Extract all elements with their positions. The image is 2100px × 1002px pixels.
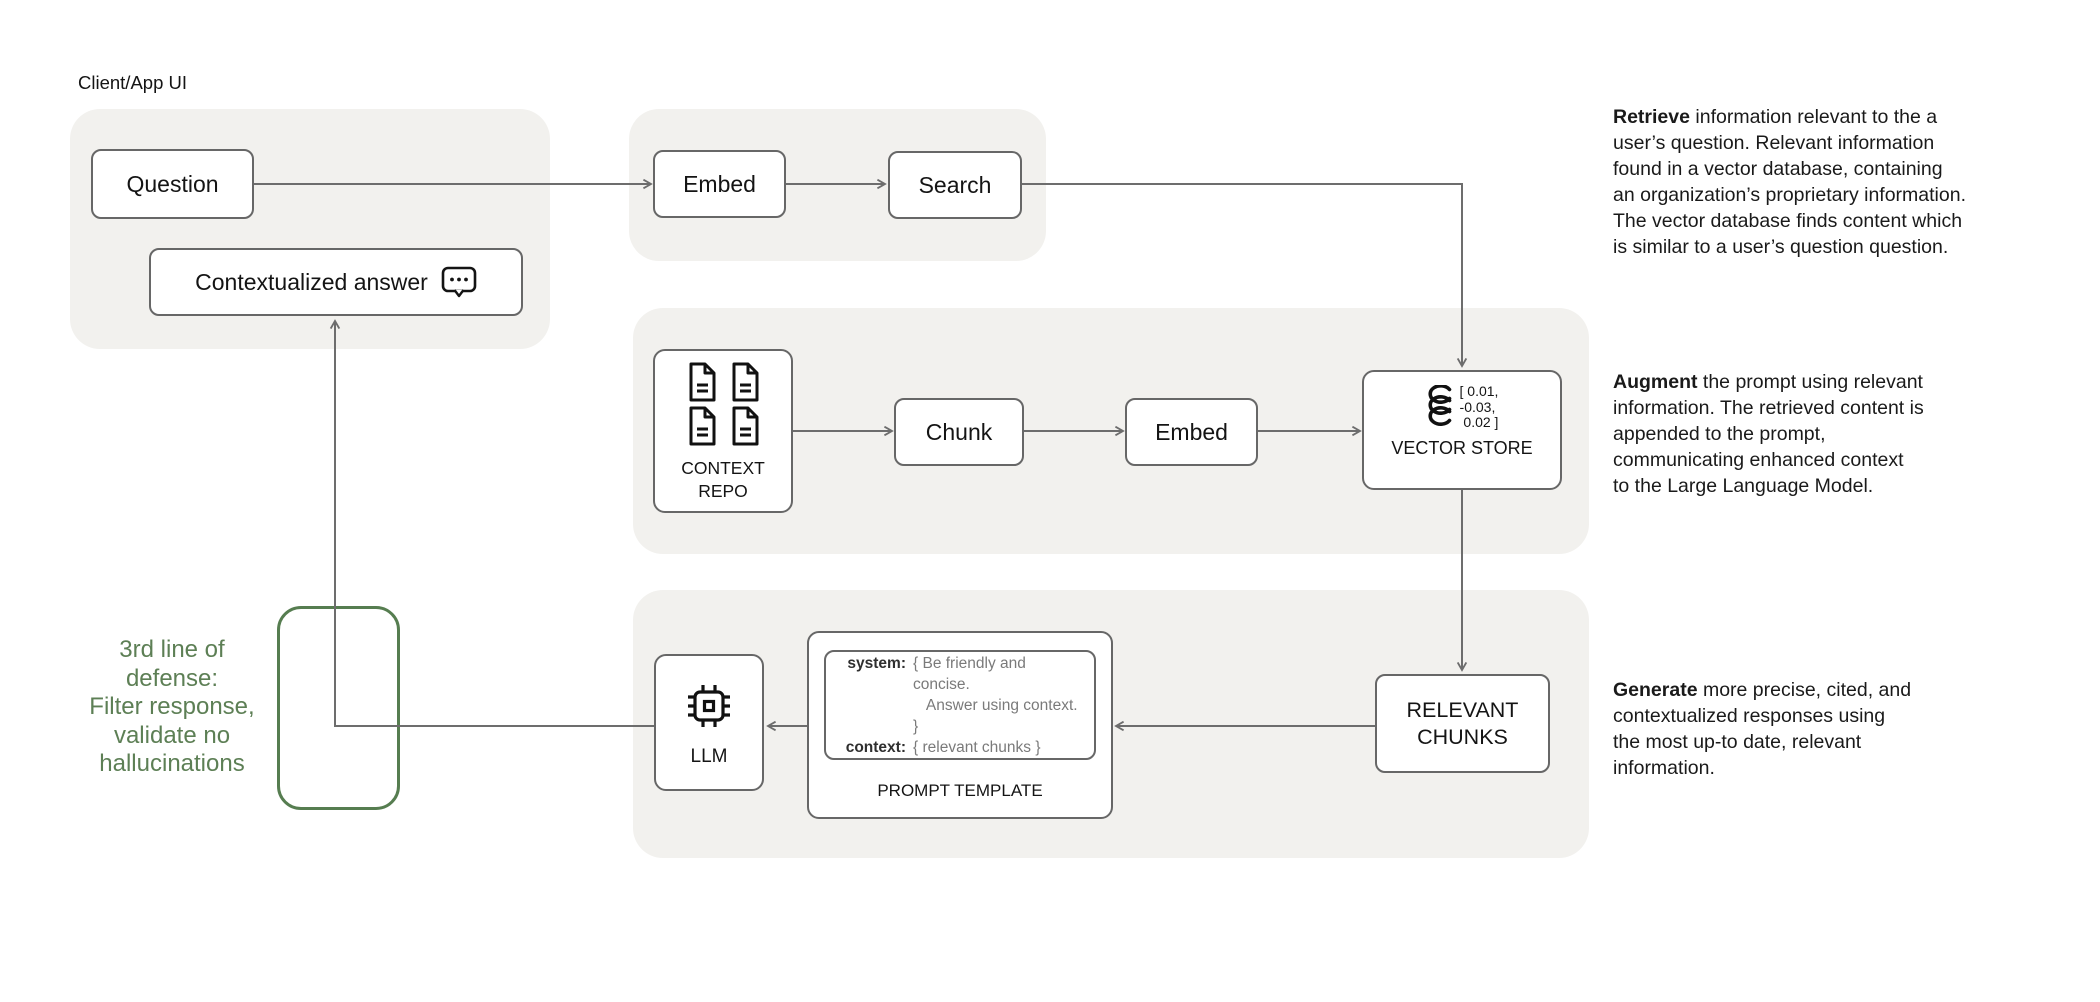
embed-top-node: Embed — [653, 150, 786, 218]
prompt-system-label: system: — [847, 654, 906, 672]
prompt-inner-box: system: { Be friendly and concise. Answe… — [824, 650, 1096, 760]
chunk-node: Chunk — [894, 398, 1024, 466]
embed-mid-label: Embed — [1155, 418, 1228, 445]
search-node: Search — [888, 151, 1022, 219]
prompt-context-value: { relevant chunks } — [913, 738, 1041, 756]
llm-node: LLM — [654, 654, 764, 791]
document-icons — [684, 361, 763, 447]
connector-llm-to-answer — [329, 319, 654, 727]
chunk-label: Chunk — [925, 418, 993, 445]
context-repo-node: CONTEXT REPO — [653, 349, 793, 513]
context-repo-label: CONTEXT REPO — [681, 458, 765, 501]
search-label: Search — [918, 171, 992, 198]
guardrail-box — [277, 606, 400, 810]
vector-store-node: [ 0.01, -0.03, 0.02 ] VECTOR STORE — [1362, 370, 1562, 490]
vector-values: [ 0.01, -0.03, 0.02 ] — [1459, 383, 1499, 430]
document-icon — [689, 406, 715, 446]
annotation-generate: Generate more precise, cited, and contex… — [1613, 677, 2100, 781]
annotation-retrieve: Retrieve information relevant to the a u… — [1613, 104, 2100, 260]
database-icon — [1427, 385, 1451, 427]
annotation-retrieve-body: information relevant to the a user’s que… — [1613, 106, 1966, 258]
annotation-augment-lead: Augment — [1613, 371, 1698, 393]
annotation-augment: Augment the prompt using relevant inform… — [1613, 369, 2100, 499]
annotation-augment-body: the prompt using relevant information. T… — [1613, 371, 1924, 497]
contextualized-answer-label: Contextualized answer — [195, 268, 428, 295]
connector-search-to-vectorstore — [1022, 183, 1468, 368]
prompt-context-label: context: — [845, 738, 906, 756]
vector-store-label: VECTOR STORE — [1391, 437, 1533, 458]
prompt-system-value: { Be friendly and concise. Answer using … — [913, 654, 1078, 735]
prompt-template-node: system: { Be friendly and concise. Answe… — [807, 631, 1113, 819]
llm-label: LLM — [690, 746, 728, 767]
guardrail-note: 3rd line of defense: Filter response, va… — [89, 636, 255, 777]
document-icon — [732, 362, 758, 402]
annotation-retrieve-lead: Retrieve — [1613, 106, 1690, 128]
question-label: Question — [126, 170, 219, 197]
embed-top-label: Embed — [683, 170, 756, 197]
chat-bubble-icon — [441, 266, 477, 298]
contextualized-answer-node: Contextualized answer — [149, 248, 523, 316]
relevant-chunks-node: RELEVANT CHUNKS — [1375, 674, 1550, 773]
embed-mid-node: Embed — [1125, 398, 1258, 466]
prompt-template-label: PROMPT TEMPLATE — [877, 781, 1043, 800]
question-node: Question — [91, 149, 254, 219]
chip-icon — [688, 685, 730, 727]
document-icon — [689, 362, 715, 402]
annotation-generate-lead: Generate — [1613, 679, 1698, 701]
client-app-label: Client/App UI — [78, 72, 187, 93]
annotation-generate-body: more precise, cited, and contextualized … — [1613, 679, 1912, 779]
document-icon — [732, 406, 758, 446]
